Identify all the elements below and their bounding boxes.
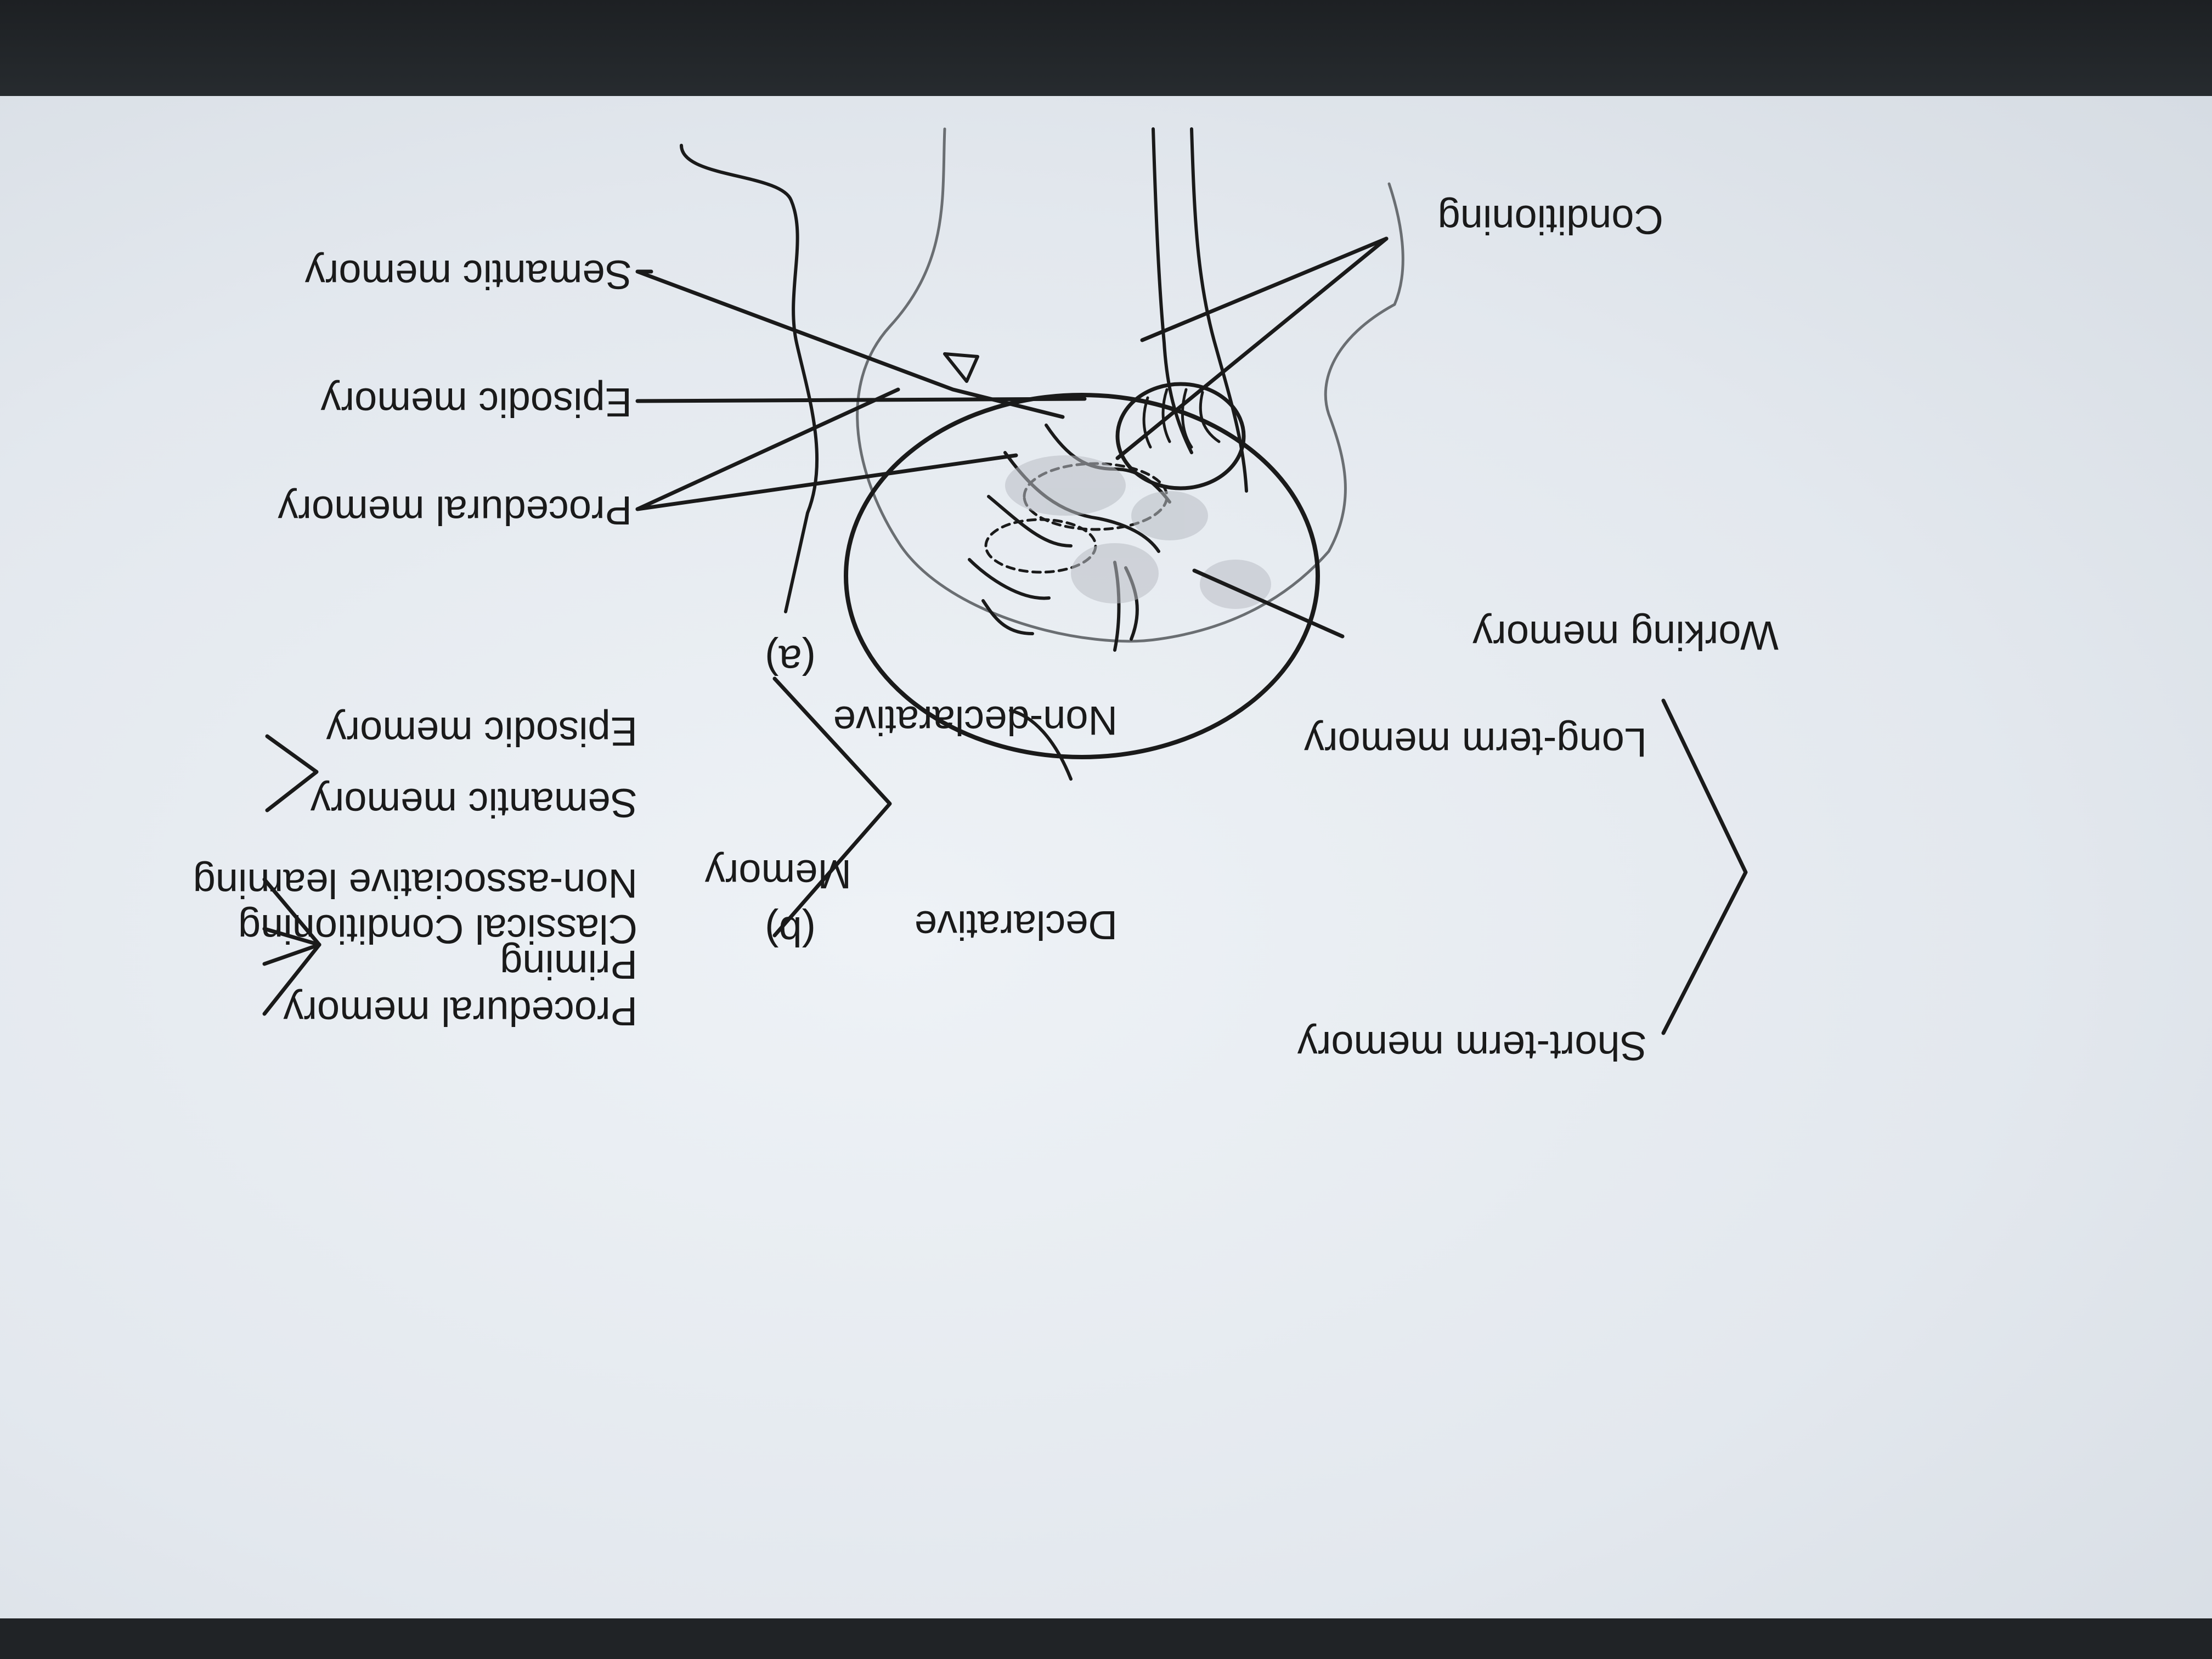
node-non-declarative: Non-declarative <box>833 698 1118 743</box>
brain-label-episodic-memory: Episodic memory <box>320 380 632 425</box>
diagram-lines <box>262 127 1748 1035</box>
screen: (a) Memory Short-term memory Long-term m… <box>0 96 2212 1621</box>
node-declarative: Declarative <box>914 902 1118 948</box>
pointer-episodic <box>635 397 1087 403</box>
pointer-conditioning-b <box>1140 236 1389 342</box>
rotated-page: (a) Memory Short-term memory Long-term m… <box>0 96 2212 1621</box>
longterm-bracket <box>772 676 892 938</box>
brain-shading <box>1005 455 1271 609</box>
brain-label-semantic-memory: Semantic memory <box>304 252 632 297</box>
leaf-semantic-memory: Semantic memory <box>310 780 637 826</box>
hippocampus-region <box>984 518 1097 574</box>
node-long-term-memory: Long-term memory <box>1304 720 1647 765</box>
brain-label-working-memory: Working memory <box>1472 613 1779 658</box>
memory-bracket <box>1661 698 1748 1035</box>
pointer-working <box>1192 568 1345 639</box>
brain-label-procedural-memory: Procedural memory <box>278 488 632 533</box>
leaf-classical-conditioning: Classical Conditioning <box>238 906 637 952</box>
brain-label-conditioning: Conditioning <box>1437 197 1663 242</box>
pointer-semantic <box>635 269 1065 419</box>
leaf-non-associative-learning: Non-associative learning <box>193 861 637 906</box>
leaf-episodic-memory: Episodic memory <box>326 709 637 754</box>
part-a-label: (a) <box>765 636 816 683</box>
cortex-outline <box>844 393 1320 759</box>
node-short-term-memory: Short-term memory <box>1297 1023 1647 1069</box>
part-b-label: (b) <box>765 908 816 955</box>
declarative-bracket <box>265 734 319 812</box>
brain-drawing <box>680 127 1404 781</box>
root-memory: Memory <box>704 851 851 897</box>
cerebellum <box>1115 382 1246 490</box>
pointer-conditioning-a <box>1115 236 1389 460</box>
monitor-bottom-bezel <box>0 1618 2212 1659</box>
nondeclarative-branch-classical <box>262 927 321 947</box>
nondeclarative-branch-priming <box>262 943 321 966</box>
leaf-procedural-memory: Procedural memory <box>283 989 637 1034</box>
pointer-procedural-a <box>635 387 900 511</box>
pointer-procedural-b <box>635 453 1018 511</box>
ventricle <box>1009 709 1073 781</box>
